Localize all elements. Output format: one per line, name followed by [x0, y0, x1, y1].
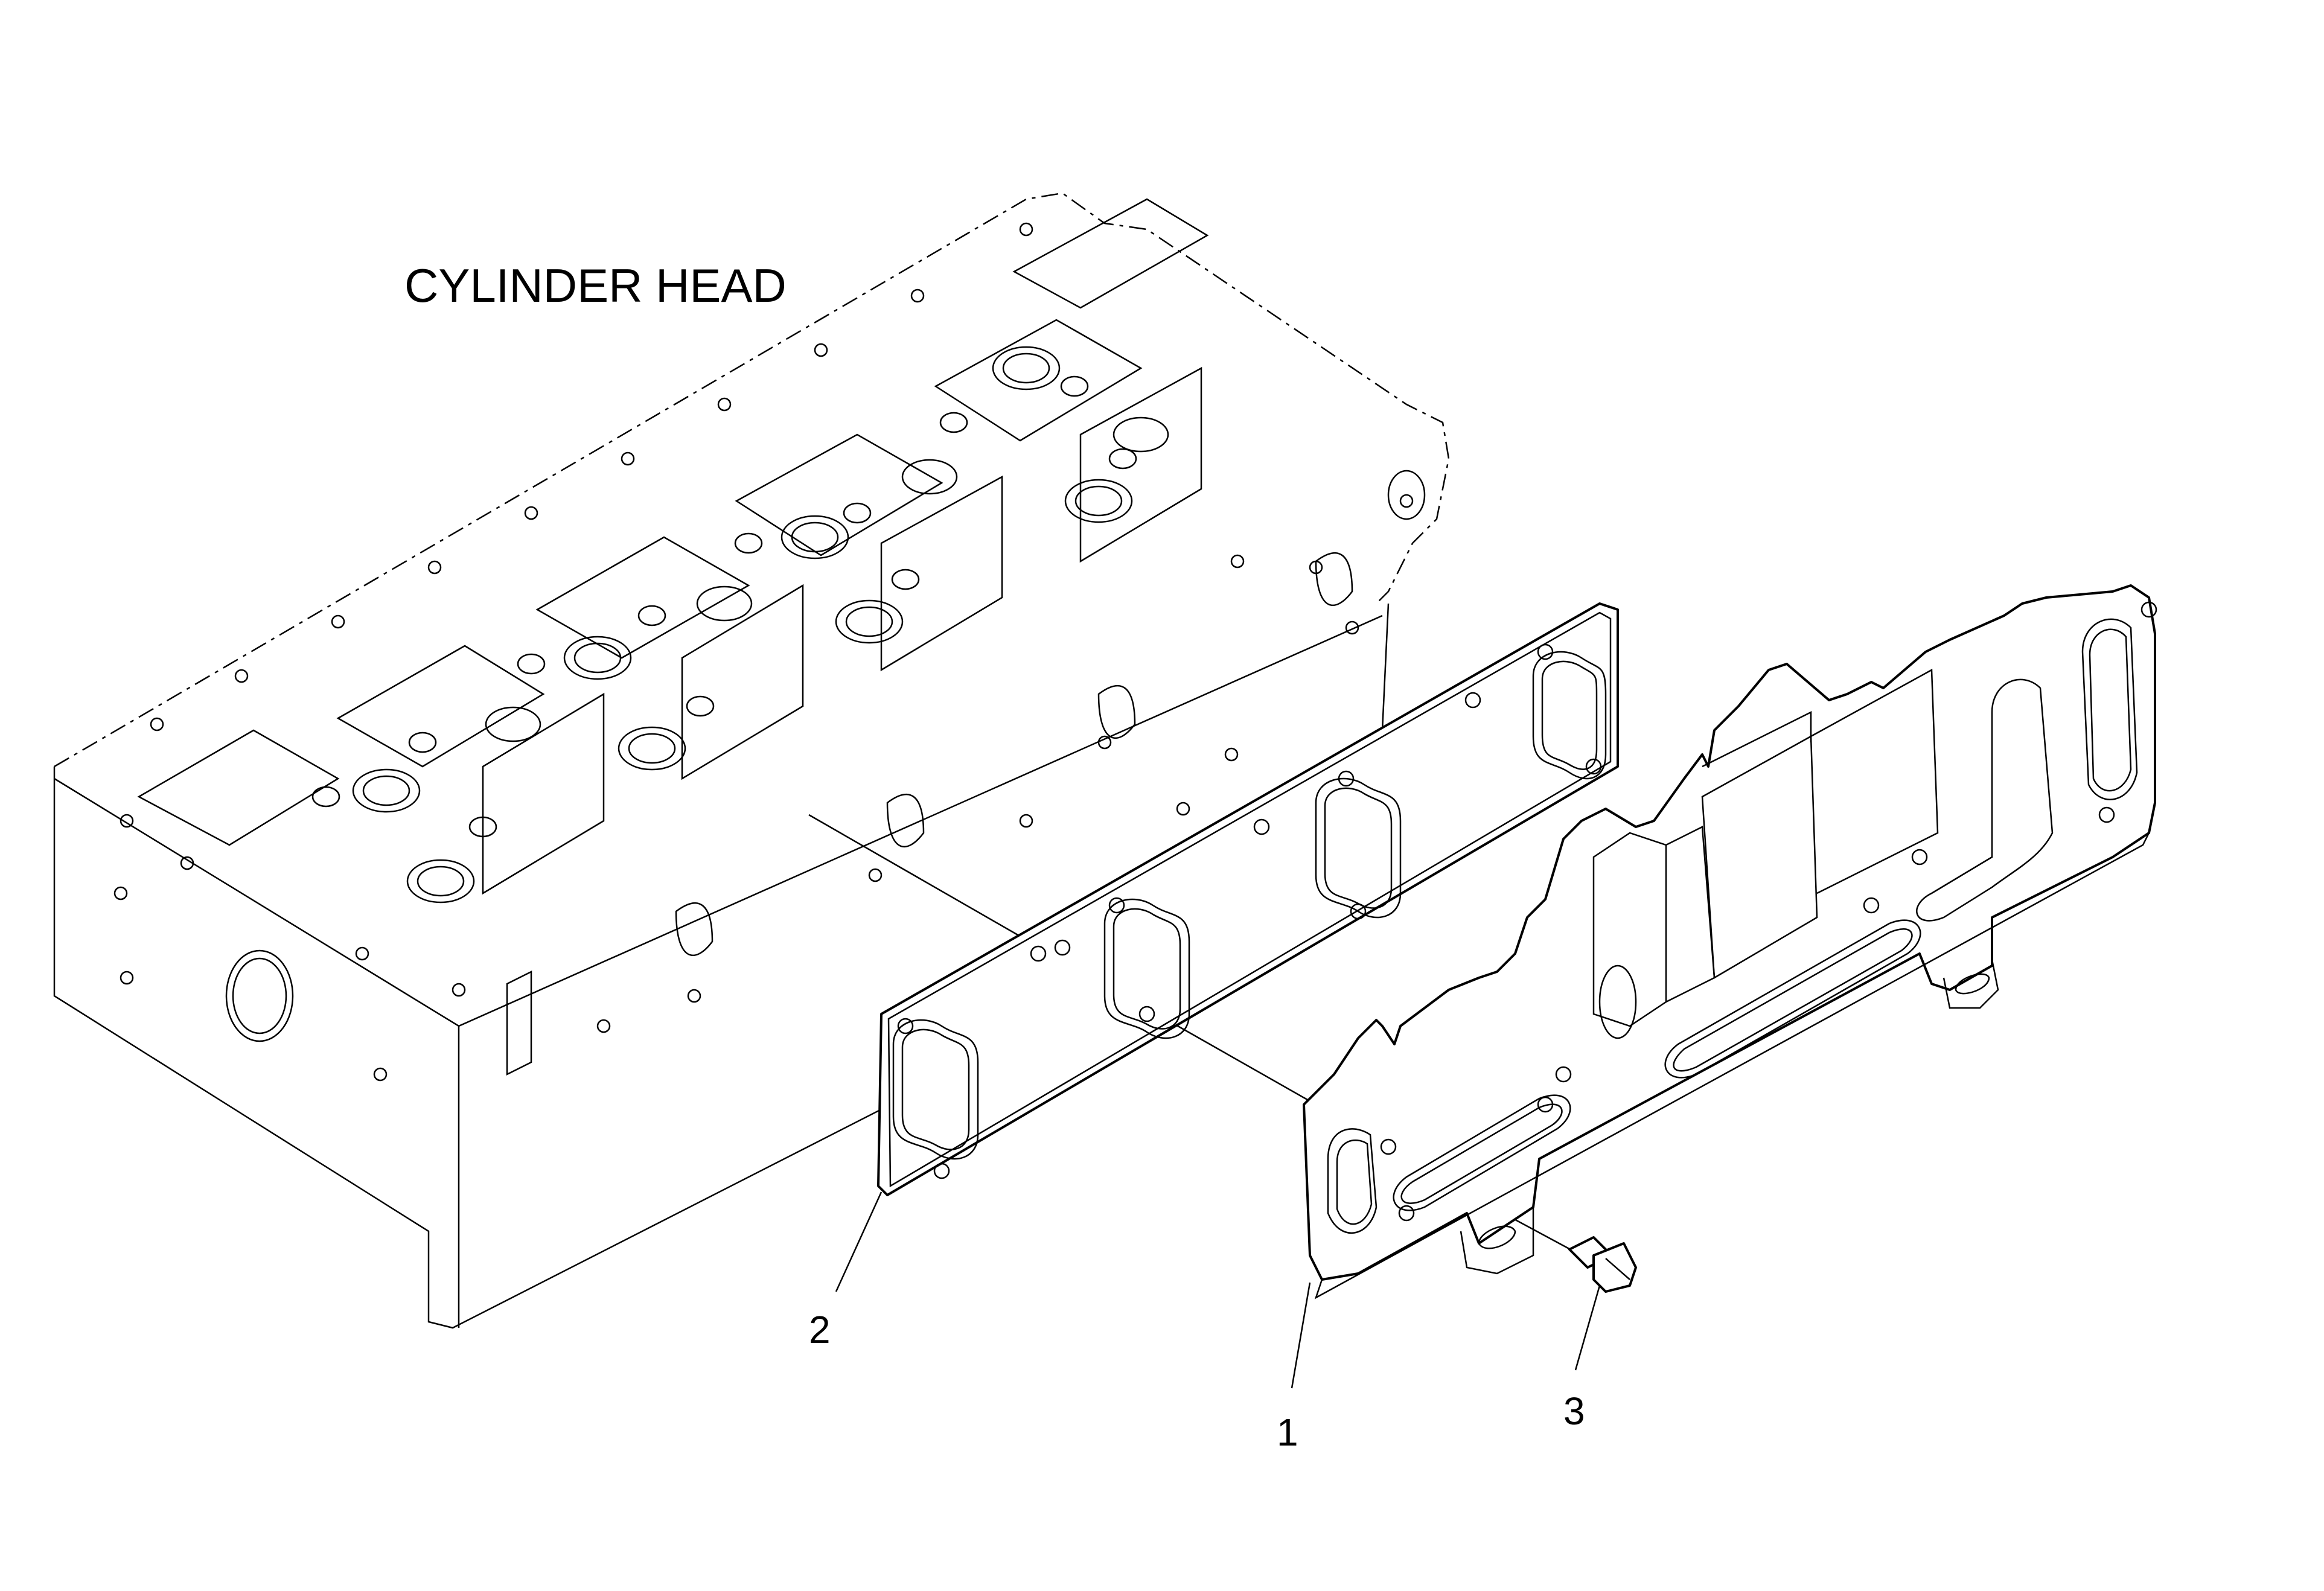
- leader-line-1: [1291, 1282, 1311, 1389]
- callout-2: 2: [809, 1308, 831, 1351]
- leader-line-2: [835, 1191, 883, 1292]
- flange-bolt[interactable]: [1568, 1236, 1637, 1293]
- exhaust-manifold-gasket[interactable]: [877, 602, 1619, 1196]
- leader-lines: [835, 1191, 1601, 1389]
- callout-1: 1: [1277, 1411, 1298, 1454]
- leader-line-3: [1574, 1285, 1601, 1371]
- callout-3: 3: [1563, 1389, 1585, 1433]
- cylinder-head: [53, 192, 1450, 1329]
- exhaust-manifold-heat-shield[interactable]: [1303, 584, 2157, 1299]
- cylinder-head-label: CYLINDER HEAD: [404, 259, 787, 312]
